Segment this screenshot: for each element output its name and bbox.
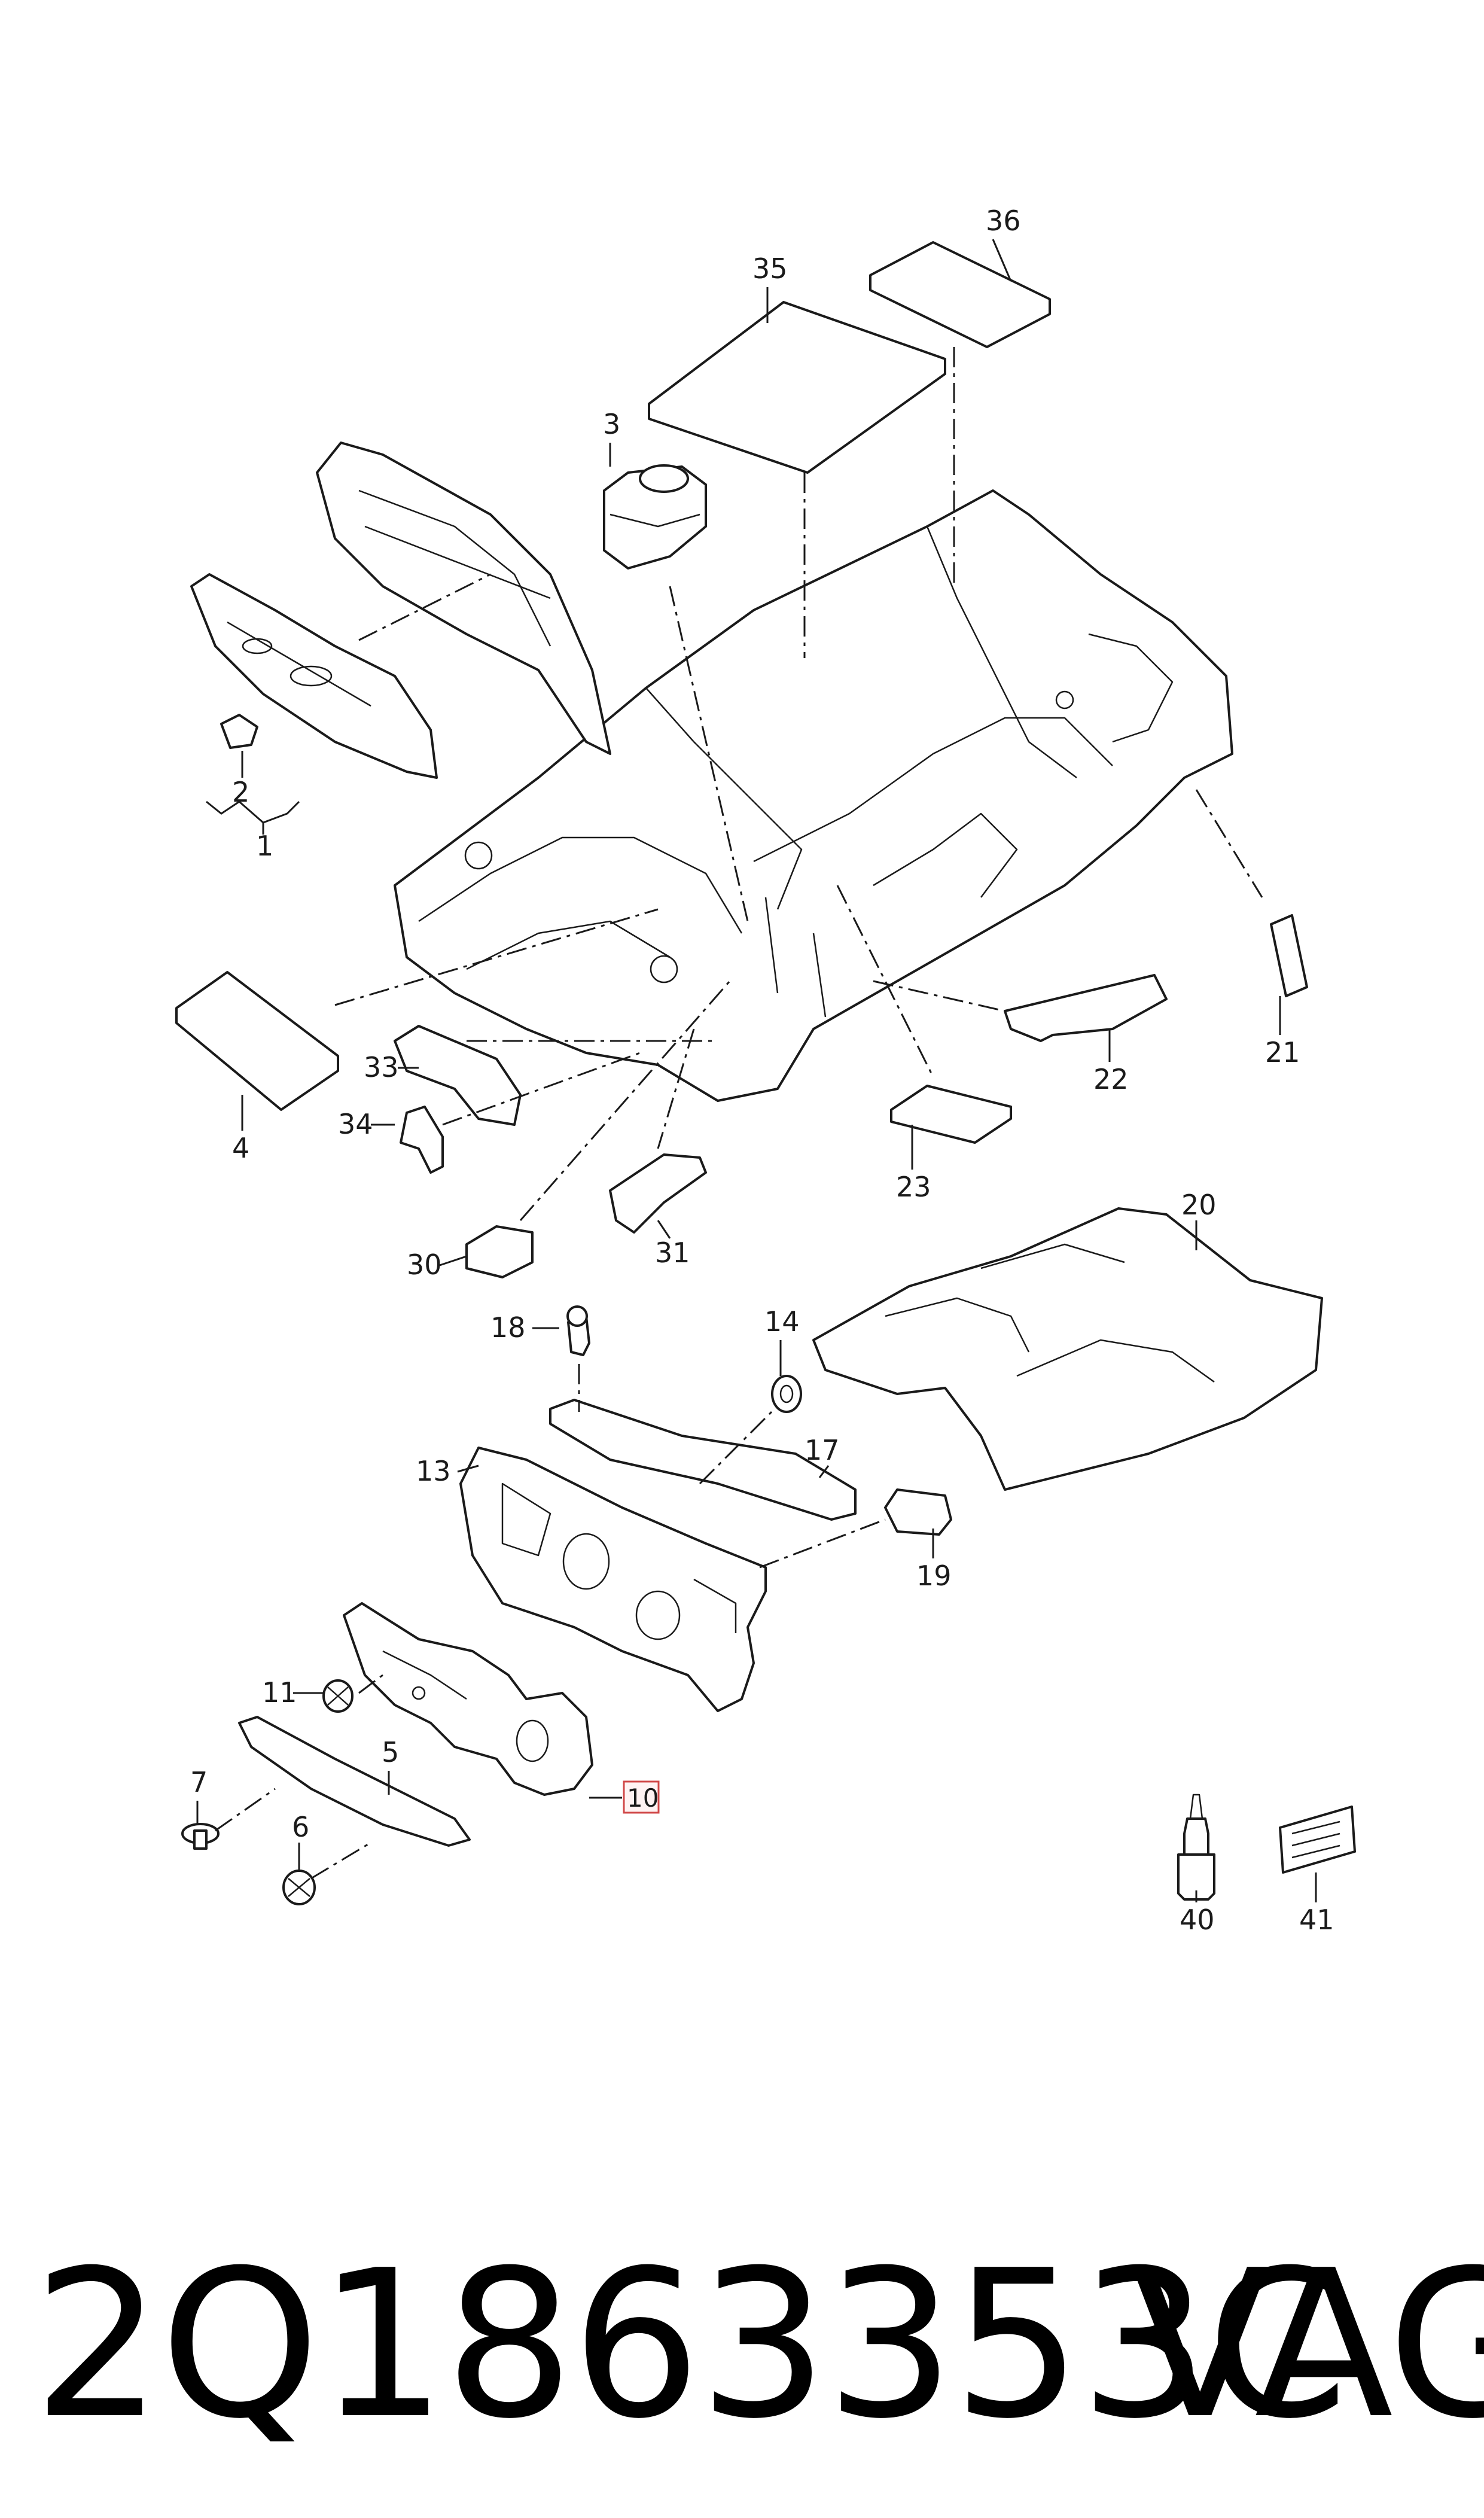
callout-33: 33 xyxy=(364,1051,399,1083)
clip-2 xyxy=(220,714,258,749)
callout-10-highlighted: 10 xyxy=(623,1780,660,1814)
callout-40: 40 xyxy=(1180,1904,1215,1936)
callout-6: 6 xyxy=(292,1811,309,1843)
callout-10: 10 xyxy=(627,1783,659,1813)
callout-35: 35 xyxy=(752,252,788,285)
pad-21 xyxy=(1270,914,1308,997)
callout-14: 14 xyxy=(764,1305,800,1338)
car-body-shell xyxy=(394,489,1233,1102)
callout-5: 5 xyxy=(382,1736,399,1768)
roof-pad-36 xyxy=(869,241,1051,348)
sealant-bottle-40 xyxy=(1177,1794,1215,1901)
floor-carpet-20 xyxy=(812,1207,1323,1491)
firewall-insulation-10 xyxy=(343,1602,593,1796)
callout-7: 7 xyxy=(190,1766,208,1798)
hood-insulation-1 xyxy=(190,573,438,779)
reservoir-3 xyxy=(603,464,707,570)
pad-4 xyxy=(175,971,339,1111)
grommet-14 xyxy=(771,1375,802,1413)
bulkhead-insulation-13 xyxy=(459,1447,767,1712)
roof-insulation-35 xyxy=(648,301,946,474)
callout-34: 34 xyxy=(338,1108,373,1140)
insulation-strip-17 xyxy=(549,1399,857,1521)
reference-lines xyxy=(215,347,1263,1880)
callout-23: 23 xyxy=(896,1171,931,1203)
insulation-strip-5 xyxy=(238,1716,471,1847)
callout-4: 4 xyxy=(232,1132,249,1164)
part-number: 2Q1863353C xyxy=(33,2227,1349,2464)
callout-19: 19 xyxy=(916,1560,952,1592)
brand-label: VAG xyxy=(1130,2227,1484,2464)
callout-30: 30 xyxy=(407,1249,442,1281)
callout-21: 21 xyxy=(1265,1036,1300,1068)
grommet-6 xyxy=(282,1870,316,1905)
callout-20: 20 xyxy=(1181,1189,1217,1221)
bracket-34 xyxy=(400,1106,444,1174)
callout-31: 31 xyxy=(655,1237,690,1269)
callout-13: 13 xyxy=(416,1455,451,1487)
highlight-box xyxy=(623,1780,660,1814)
clip-18 xyxy=(566,1305,590,1356)
leader-lines xyxy=(196,239,1317,1902)
callout-36: 36 xyxy=(986,205,1021,237)
callout-18: 18 xyxy=(490,1311,526,1344)
plug-19 xyxy=(884,1488,952,1536)
grommet-11 xyxy=(322,1679,354,1713)
callout-bracket-1 xyxy=(206,800,300,835)
callout-labels: 36 35 3 2 1 4 33 34 30 31 23 22 21 20 18… xyxy=(190,205,1334,1936)
callout-2: 2 xyxy=(232,776,249,808)
pad-22 xyxy=(1004,974,1168,1042)
callout-1: 1 xyxy=(256,830,273,862)
callout-3: 3 xyxy=(603,408,620,440)
adhesive-pad-41 xyxy=(1279,1805,1356,1874)
callout-17: 17 xyxy=(805,1434,840,1466)
bracket-33 xyxy=(394,1025,522,1126)
engine-hood xyxy=(316,442,611,755)
pad-31 xyxy=(609,1153,707,1234)
callout-22: 22 xyxy=(1093,1063,1129,1095)
pad-23 xyxy=(890,1085,1012,1144)
pad-30 xyxy=(465,1225,534,1278)
screw-7 xyxy=(181,1823,220,1850)
callout-11: 11 xyxy=(262,1676,297,1709)
callout-41: 41 xyxy=(1299,1904,1334,1936)
